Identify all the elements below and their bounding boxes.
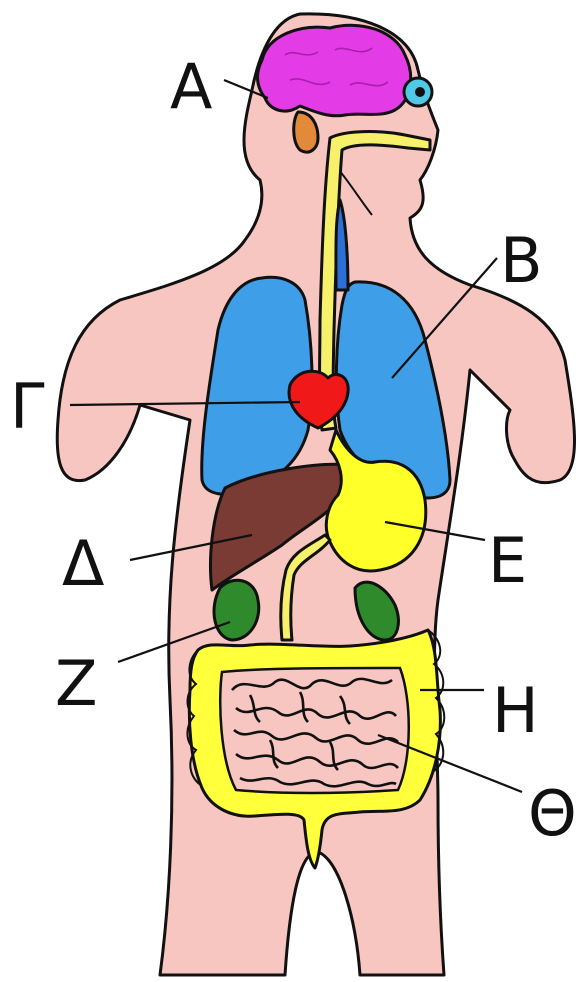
label-h: Η [492, 674, 539, 747]
label-b: Β [500, 224, 543, 297]
colon-inner [220, 668, 409, 793]
label-z: Ζ [55, 647, 97, 720]
label-a: Α [170, 50, 212, 123]
label-e: Ε [488, 524, 527, 597]
brain [257, 25, 410, 115]
label-g: Γ [10, 370, 45, 443]
eye-pupil [415, 87, 425, 97]
label-d: Δ [62, 527, 104, 600]
label-th: Θ [528, 777, 577, 850]
kidney-left [214, 580, 259, 640]
